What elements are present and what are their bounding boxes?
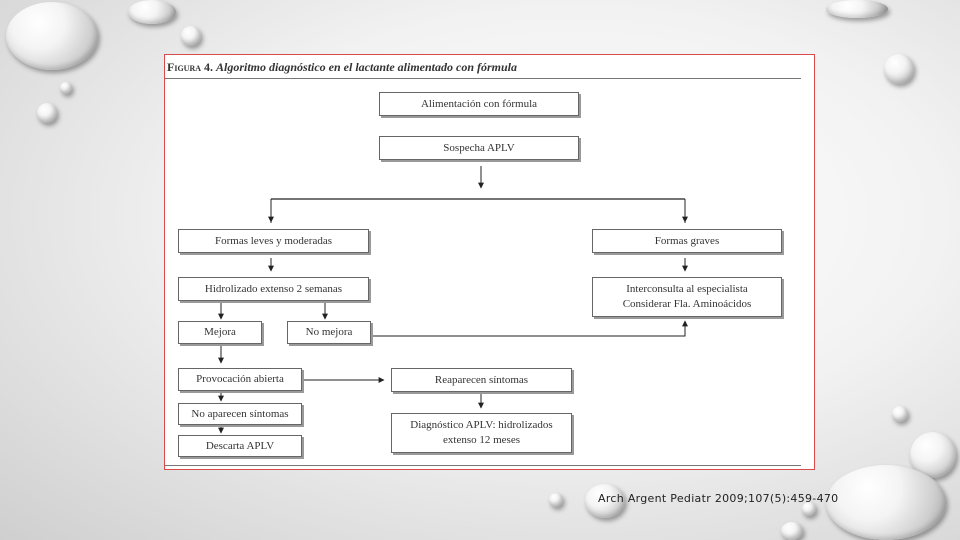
water-drop-decoration [585, 484, 625, 518]
arrow-no-improvement-to-specialist [371, 320, 688, 337]
water-drop-decoration [6, 2, 98, 70]
water-drop-decoration [826, 465, 946, 540]
node-symptoms-reappear: Reaparecen síntomas [391, 368, 572, 392]
node-improves-label: Mejora [204, 326, 236, 339]
top-rule [165, 78, 801, 79]
node-improves: Mejora [178, 321, 262, 344]
water-drop-decoration [892, 406, 908, 422]
figure-title: Algoritmo diagnóstico en el lactante ali… [216, 60, 518, 74]
node-specialist-line2: Considerar Fla. Aminoácidos [622, 298, 752, 310]
figure-frame: Figura 4. Algoritmo diagnóstico en el la… [164, 54, 815, 470]
water-drop-decoration [181, 26, 201, 46]
node-diagnosis: Diagnóstico APLV: hidrolizados extenso 1… [391, 413, 572, 453]
water-drop-decoration [884, 54, 914, 84]
node-severe-label: Formas graves [654, 234, 720, 247]
water-drop-decoration [826, 0, 888, 18]
node-extensive-hydrolysate: Hidrolizado extenso 2 semanas [178, 277, 369, 301]
node-open-challenge-label: Provocación abierta [196, 373, 284, 386]
node-symptoms-reappear-label: Reaparecen síntomas [434, 373, 529, 386]
node-severe: Formas graves [592, 229, 782, 253]
node-formula-feeding: Alimentación con fórmula [379, 92, 579, 116]
flowchart-connectors [218, 166, 688, 434]
node-no-improvement-label: No mejora [305, 326, 353, 339]
citation: Arch Argent Pediatr 2009;107(5):459-470 [598, 492, 839, 505]
figure-caption: Figura 4. Algoritmo diagnóstico en el la… [167, 60, 517, 75]
bottom-rule [165, 465, 801, 466]
water-drop-decoration [37, 103, 57, 123]
water-drop-decoration [802, 502, 816, 516]
node-extensive-hydrolysate-label: Hidrolizado extenso 2 semanas [204, 282, 343, 295]
water-drop-decoration [781, 522, 803, 540]
node-diagnosis-line2: extenso 12 meses [443, 434, 520, 446]
figure-label: Figura 4. [167, 60, 213, 74]
node-no-improvement: No mejora [287, 321, 371, 344]
node-suspected-aplv-label: Sospecha APLV [443, 141, 515, 154]
node-suspected-aplv: Sospecha APLV [379, 136, 579, 160]
node-open-challenge: Provocación abierta [178, 368, 302, 391]
node-rule-out: Descarta APLV [178, 435, 302, 457]
node-no-symptoms: No aparecen síntomas [178, 403, 302, 425]
node-specialist: Interconsulta al especialista Considerar… [592, 277, 782, 317]
node-formula-feeding-label: Alimentación con fórmula [420, 97, 538, 110]
node-mild-moderate: Formas leves y moderadas [178, 229, 369, 253]
node-rule-out-label: Descarta APLV [205, 439, 275, 452]
water-drop-decoration [128, 0, 176, 24]
node-no-symptoms-label: No aparecen síntomas [191, 407, 289, 420]
water-drop-decoration [60, 82, 72, 94]
node-mild-moderate-label: Formas leves y moderadas [215, 234, 332, 247]
node-diagnosis-line1: Diagnóstico APLV: hidrolizados [410, 419, 553, 432]
node-specialist-line1: Interconsulta al especialista [626, 283, 748, 296]
water-drop-decoration [549, 493, 563, 507]
